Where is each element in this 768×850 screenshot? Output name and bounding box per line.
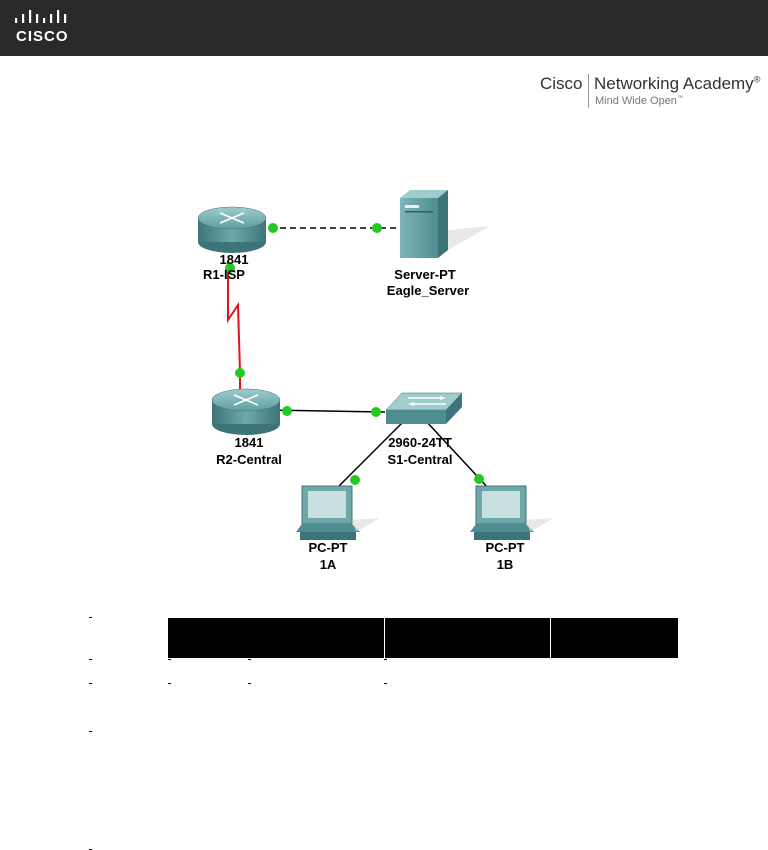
pc-icon <box>296 485 380 540</box>
academy-registered-mark: ® <box>753 74 761 85</box>
margin-tick <box>168 683 171 684</box>
link-up-dot <box>282 406 292 416</box>
network-topology: 1841 R1-ISP Server-PT Eagle_Server 1841 … <box>197 190 554 572</box>
r1-name-label: R1-ISP <box>203 267 245 282</box>
pc1a-name-label: 1A <box>320 557 337 572</box>
table-header-divider <box>550 618 551 658</box>
link-up-dot <box>268 223 278 233</box>
server-icon <box>400 190 490 258</box>
router-icon <box>211 388 281 435</box>
link-up-dot <box>474 474 484 484</box>
table-header <box>168 618 678 658</box>
link-status-dots <box>225 223 484 485</box>
link-up-dot <box>372 223 382 233</box>
cisco-logo-text: CISCO <box>16 28 69 45</box>
link-switch-pc1a <box>334 419 406 491</box>
pc1b-model-label: PC-PT <box>486 540 525 555</box>
networking-academy-logo: Cisco Networking Academy® Mind Wide Open… <box>540 72 765 112</box>
server-model-label: Server-PT <box>394 267 455 282</box>
switch-icon <box>385 392 463 424</box>
r1-model-label: 1841 <box>220 252 249 267</box>
r2-model-label: 1841 <box>235 435 264 450</box>
router-icon <box>197 206 267 253</box>
link-up-dot <box>350 475 360 485</box>
margin-tick <box>248 683 251 684</box>
switch-model-label: 2960-24TT <box>388 435 452 450</box>
table-header-divider <box>384 618 385 658</box>
academy-tagline-text: Mind Wide Open <box>595 95 677 107</box>
margin-tick <box>89 617 92 618</box>
link-up-dot <box>371 407 381 417</box>
margin-tick <box>384 683 387 684</box>
academy-brand: Cisco <box>540 74 583 93</box>
server-name-label: Eagle_Server <box>387 283 469 298</box>
link-up-dot <box>235 368 245 378</box>
academy-program: Networking Academy® <box>594 74 760 94</box>
margin-tick <box>89 683 92 684</box>
link-up-dot <box>225 263 235 273</box>
r2-name-label: R2-Central <box>216 452 282 467</box>
header-bar: CISCO <box>0 0 768 56</box>
cisco-bars-icon <box>15 10 67 23</box>
margin-tick <box>89 659 92 660</box>
link-r1-r2-serial <box>227 262 241 392</box>
margin-tick <box>384 659 387 660</box>
switch-name-label: S1-Central <box>387 452 452 467</box>
margin-tick <box>89 731 92 732</box>
academy-tagline: Mind Wide Open™ <box>595 95 683 107</box>
pc1b-name-label: 1B <box>497 557 514 572</box>
margin-tick <box>168 659 171 660</box>
academy-program-name: Networking Academy <box>594 74 754 93</box>
academy-tagline-tm: ™ <box>676 95 683 102</box>
pc-icon <box>470 485 554 540</box>
cisco-logo: CISCO <box>14 10 74 46</box>
pc1a-model-label: PC-PT <box>309 540 348 555</box>
academy-divider <box>588 74 589 108</box>
margin-tick <box>248 659 251 660</box>
